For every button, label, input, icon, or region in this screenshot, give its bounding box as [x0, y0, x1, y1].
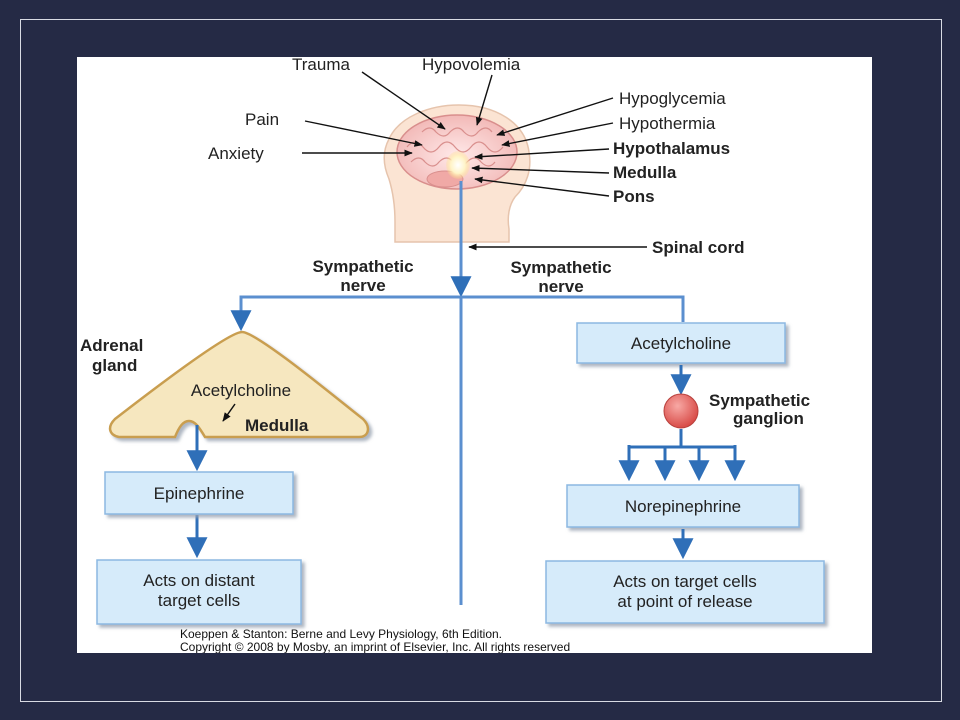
norepinephrine-box	[566, 484, 800, 528]
label-trauma: Trauma	[292, 57, 350, 74]
sympathetic-pathway-diagram: Trauma Hypovolemia Pain Anxiety Hypoglyc…	[80, 57, 825, 653]
label-hypoglycemia: Hypoglycemia	[619, 89, 726, 108]
gland-medulla-label: Medulla	[245, 416, 309, 435]
local-target-box	[545, 560, 825, 624]
diagram-slide: Trauma Hypovolemia Pain Anxiety Hypoglyc…	[77, 57, 872, 653]
adrenal-gland-label-line1: Adrenal	[80, 336, 143, 355]
label-hypovolemia: Hypovolemia	[422, 57, 521, 74]
ganglion-fanout-arrows	[618, 429, 746, 482]
ganglion-label-line1: Sympathetic	[709, 391, 810, 410]
right-nerve-label-line1: Sympathetic	[510, 258, 611, 277]
epinephrine-box	[104, 471, 294, 515]
citation-line1: Koeppen & Stanton: Berne and Levy Physio…	[180, 627, 502, 641]
local-target-line2: at point of release	[617, 592, 752, 611]
adrenal-gland-label-line2: gland	[92, 356, 137, 375]
nerve-flow-lines	[230, 181, 685, 605]
adrenal-gland-shape	[108, 330, 370, 439]
distant-target-line2: target cells	[158, 591, 240, 610]
acetylcholine-label: Acetylcholine	[631, 334, 731, 353]
distant-target-line1: Acts on distant	[143, 571, 255, 590]
ganglion-label-line2: ganglion	[733, 409, 804, 428]
slide-frame	[20, 19, 942, 702]
label-pain: Pain	[245, 110, 279, 129]
label-hypothermia: Hypothermia	[619, 114, 716, 133]
left-nerve-label-line1: Sympathetic	[312, 257, 413, 276]
brain-icon	[396, 114, 518, 190]
gland-acetylcholine-label: Acetylcholine	[191, 381, 291, 400]
label-medulla: Medulla	[613, 163, 677, 182]
label-pons: Pons	[613, 187, 655, 206]
right-nerve-label-line2: nerve	[538, 277, 583, 296]
gland-arrow	[222, 403, 236, 422]
local-target-line1: Acts on target cells	[613, 572, 757, 591]
norepinephrine-label: Norepinephrine	[625, 497, 741, 516]
ganglion-icon	[663, 393, 699, 429]
brain-pointer-lines	[302, 71, 647, 251]
label-hypothalamus: Hypothalamus	[613, 139, 730, 158]
label-spinal-cord: Spinal cord	[652, 238, 745, 257]
label-anxiety: Anxiety	[208, 144, 264, 163]
acetylcholine-box	[576, 322, 786, 364]
distant-target-box	[96, 559, 302, 625]
left-nerve-label-line2: nerve	[340, 276, 385, 295]
epinephrine-label: Epinephrine	[154, 484, 245, 503]
citation-line2: Copyright © 2008 by Mosby, an imprint of…	[180, 640, 570, 653]
